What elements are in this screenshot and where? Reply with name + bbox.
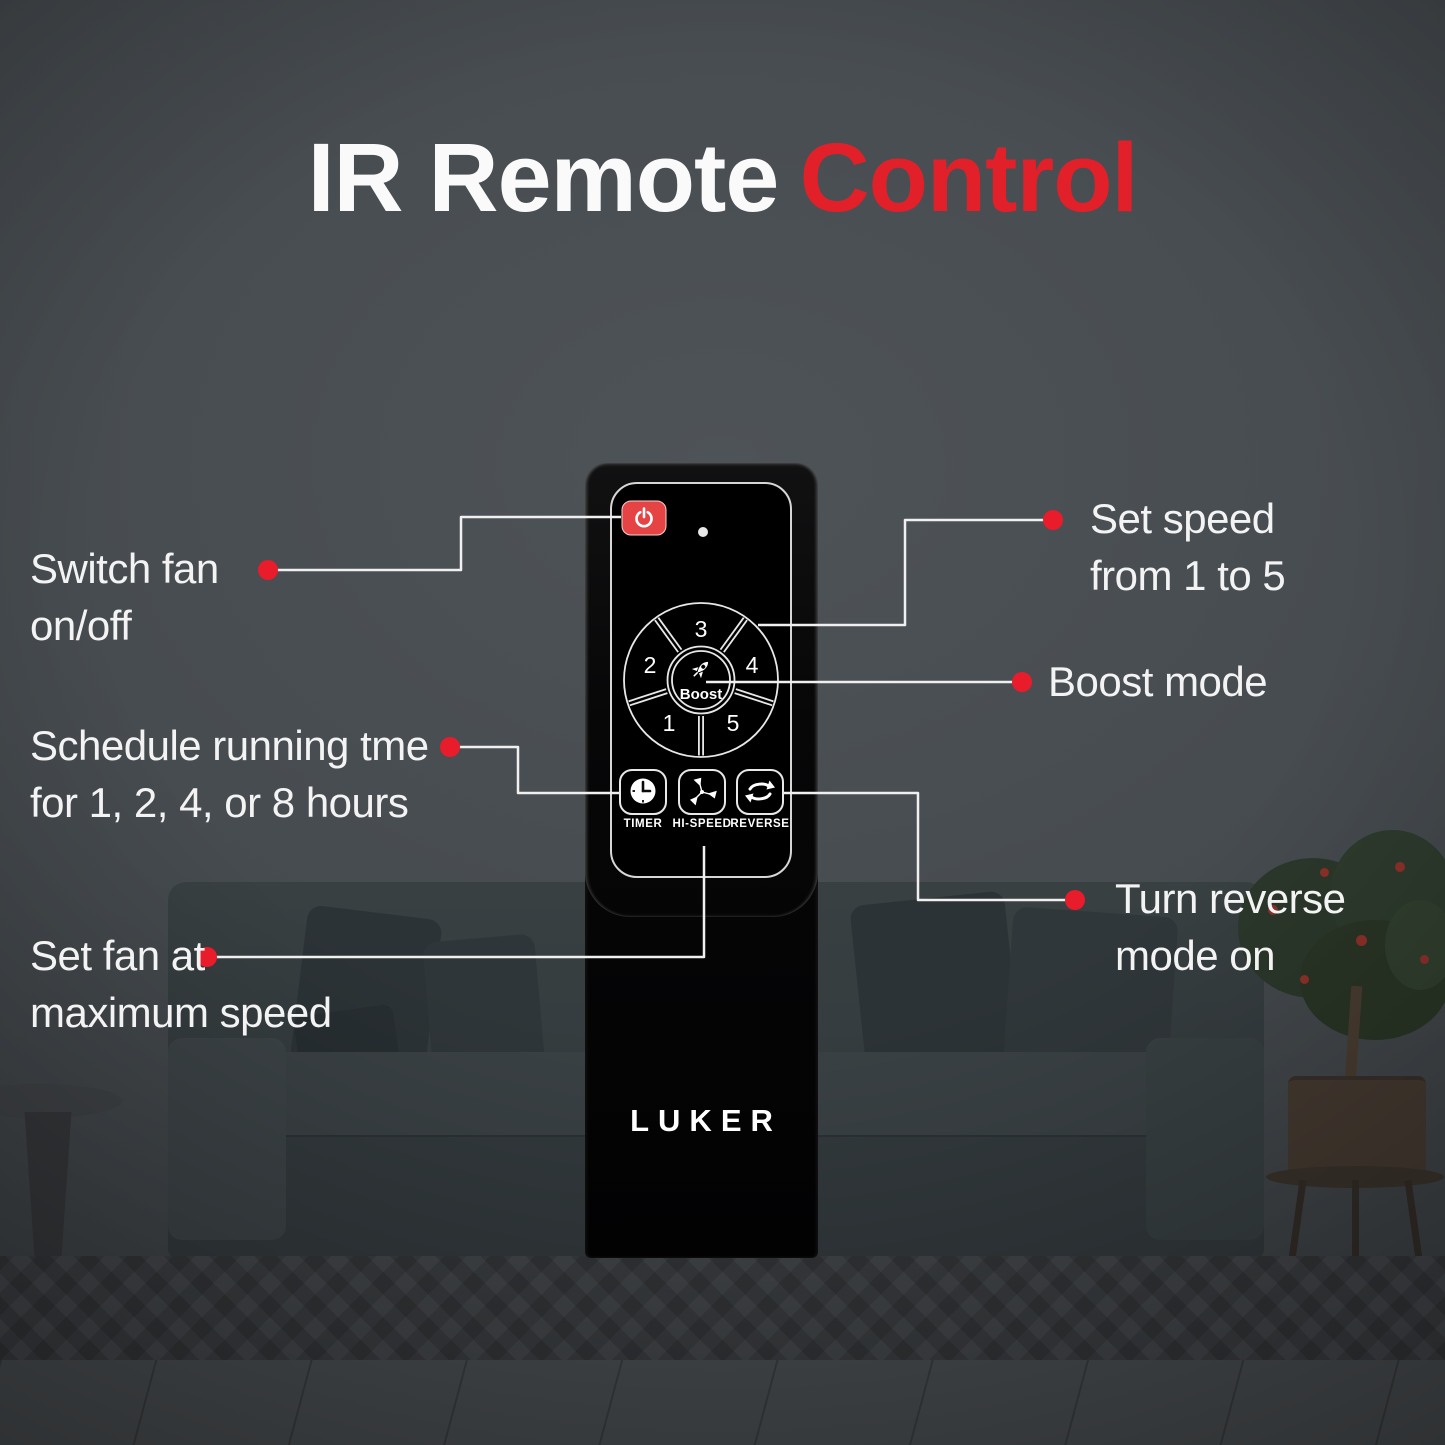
callout-schedule-timer: Schedule running tme for 1, 2, 4, or 8 h… <box>30 717 429 831</box>
callout-text-line: for 1, 2, 4, or 8 hours <box>30 779 409 827</box>
rug <box>0 1256 1445 1364</box>
couch-armrest-left <box>168 1038 286 1240</box>
callout-dot <box>1012 672 1032 692</box>
plant-berry <box>1320 868 1329 877</box>
title-main: IR Remote <box>307 123 780 232</box>
callout-dot <box>258 560 278 580</box>
callout-reverse-mode: Turn reverse mode on <box>1115 870 1346 984</box>
callout-text-line: Schedule running tme <box>30 722 429 769</box>
callout-dot <box>1043 510 1063 530</box>
callout-dot <box>440 737 460 757</box>
callout-text-line: maximum speed <box>30 989 332 1037</box>
title-accent: Control <box>799 123 1139 232</box>
callout-text-line: from 1 to 5 <box>1090 552 1286 600</box>
plant-berry <box>1356 935 1367 946</box>
callout-switch-fan: Switch fan on/off <box>30 540 219 654</box>
callout-text-line: Switch fan <box>30 545 219 592</box>
couch-armrest-right <box>1146 1038 1264 1240</box>
callout-text-line: Set speed <box>1090 495 1275 542</box>
floor <box>0 1360 1445 1445</box>
callout-text-line: Boost mode <box>1048 658 1268 705</box>
callout-max-speed: Set fan at maximum speed <box>30 927 332 1041</box>
remote-head <box>585 463 818 917</box>
plant-stand-leg <box>1352 1180 1359 1288</box>
plant-pot <box>1288 1076 1426 1182</box>
plant-berry <box>1300 975 1309 984</box>
callout-text-line: on/off <box>30 602 132 650</box>
callout-text-line: mode on <box>1115 932 1275 980</box>
callout-text-line: Set fan at <box>30 932 205 979</box>
callout-line-power <box>268 515 621 572</box>
plant-foliage <box>1385 900 1445 990</box>
plant-stand <box>1266 1166 1444 1188</box>
callout-boost-mode: Boost mode <box>1048 653 1268 710</box>
plant-berry <box>1420 955 1429 964</box>
callout-text-line: Turn reverse <box>1115 875 1346 922</box>
callout-set-speed: Set speed from 1 to 5 <box>1090 490 1286 604</box>
plant-berry <box>1395 862 1405 872</box>
plant-berry <box>1268 905 1278 915</box>
